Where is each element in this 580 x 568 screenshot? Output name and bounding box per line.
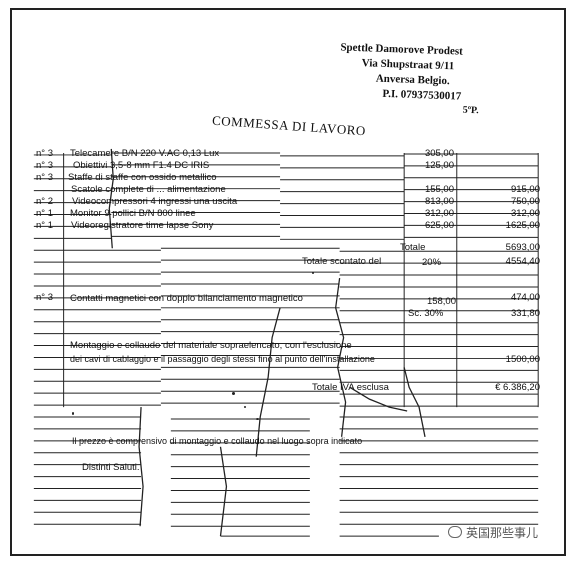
ink-speck [244,406,246,408]
sconto-percent: 20% [422,257,442,268]
iva-value: € 6.386,20 [495,382,540,393]
item-total: 1625,00 [505,220,540,231]
closing-greeting: Distinti Saluti. [82,462,140,473]
montaggio-line-1: Montaggio e collaudo del materiale sopra… [70,340,352,351]
item-qty: n° 3 [36,148,54,159]
price-note: Il prezzo è comprensivo di montaggio e c… [72,436,363,446]
contatti-sc-label: Sc. 30% [408,308,444,319]
item-qty: n° 2 [36,196,54,207]
chat-bubble-icon [448,526,462,538]
form-ruling [33,148,539,537]
totale-value: 5693,00 [505,242,540,253]
totale-label: Totale [400,242,426,253]
item-price: 813,00 [424,196,454,207]
item-price: 625,00 [424,220,454,231]
item-total: 915,00 [510,184,540,195]
item-desc: Videocompressori 4 ingressi una uscita [72,196,238,207]
item-qty: n° 3 [36,160,54,171]
contatti-qty: n° 3 [36,292,54,303]
item-qty: n° 1 [36,220,54,231]
item-qty: n° 1 [36,208,54,219]
item-desc: Obiettivi 3,5-8 mm F1.4 DC IRIS [73,160,210,171]
contatti-total: 474,00 [510,292,540,303]
document-sheet: Spettle Damorove Prodest Via Shupstraat … [10,8,566,556]
iva-label: Totale IVA esclusa [312,382,389,393]
item-desc: Telecamere B/N 220 V.AC 0,13 Lux [70,148,220,159]
item-total: 750,00 [510,196,540,207]
item-price: 305,00 [424,148,454,159]
sconto-label: Totale scontato del [302,256,382,267]
ink-speck [312,272,314,274]
contatti-sc-value: 331,80 [510,308,540,319]
ink-speck [256,418,259,420]
contatti-desc: Contatti magnetici con doppio bilanciame… [70,293,303,304]
item-desc: Staffe di staffe con ossido metallico [68,172,217,183]
item-desc: Videoregistratore time lapse Sony [71,220,214,231]
ink-speck [72,412,74,415]
item-price: 155,00 [424,184,454,195]
item-desc: Monitor 9 pollici B/N 800 linee [70,208,196,219]
sconto-value: 4554,40 [505,256,540,267]
contatti-price: 158,00 [426,296,456,307]
montaggio-value: 1500,00 [505,354,540,365]
item-price: 312,00 [424,208,454,219]
watermark-text: 英国那些事儿 [466,526,539,540]
watermark: 英国那些事儿 [448,524,538,541]
item-total: 312,00 [510,208,540,219]
item-desc: Scatole complete di ... alimentazione [71,184,226,195]
ink-speck [232,392,235,395]
item-price: 125,00 [424,160,454,171]
montaggio-line-2: dei cavi di cablaggio e il passaggio deg… [70,354,375,364]
item-qty: n° 3 [36,172,54,183]
